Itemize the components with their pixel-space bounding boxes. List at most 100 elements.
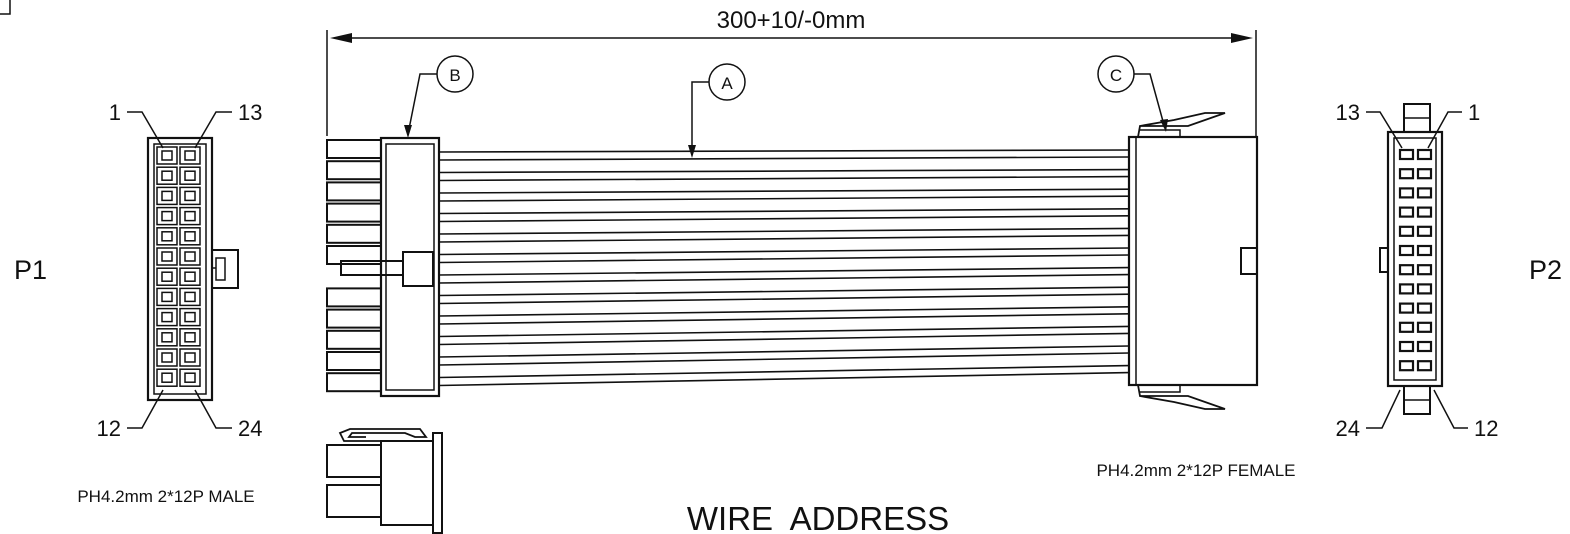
p1-pin-cavity xyxy=(179,227,201,246)
p2-pin-cavity xyxy=(1398,321,1415,333)
p1-pin-grid xyxy=(156,146,201,387)
terminal-tab xyxy=(326,351,382,371)
p1-name: P1 xyxy=(14,255,47,285)
p2-pin-cavity xyxy=(1416,302,1433,314)
callout-leaders xyxy=(404,55,1168,158)
terminal-tab xyxy=(326,202,382,223)
p2-pin-cavity xyxy=(1398,302,1415,314)
wire-line xyxy=(438,325,1130,338)
wire-line xyxy=(438,149,1130,153)
terminal-tab xyxy=(326,181,382,202)
p1-pin-cavity xyxy=(179,368,201,387)
wire-line xyxy=(438,215,1130,223)
wire-line xyxy=(438,168,1130,174)
p2-pin-cavity xyxy=(1398,340,1415,353)
p1-pin-cavity xyxy=(179,186,201,206)
dimension-label: 300+10/-0mm xyxy=(717,7,866,34)
terminal-tab xyxy=(326,372,382,393)
wire-line xyxy=(438,364,1130,379)
p2-pin-cavity xyxy=(1398,187,1415,199)
p2-pin-cavity xyxy=(1398,168,1415,180)
wire-line xyxy=(438,293,1130,305)
p1-pin-cavity xyxy=(156,206,178,226)
wire-line xyxy=(438,247,1130,256)
p1-pin-cavity xyxy=(179,166,201,185)
p1-pin-cavity xyxy=(156,247,178,266)
p1-pin-cavity xyxy=(156,328,178,347)
terminal-tab xyxy=(326,223,382,244)
p1-pin-cavity xyxy=(179,287,201,307)
p1-pin-top-right: 13 xyxy=(238,100,262,125)
p2-pin-cavity xyxy=(1398,264,1415,276)
housing-end-detail xyxy=(326,428,443,534)
p1-pin-cavity xyxy=(179,307,201,327)
p2-pin-cavity xyxy=(1416,187,1433,199)
wire-line xyxy=(438,234,1130,243)
p2-pin-bottom-left: 24 xyxy=(1336,416,1360,441)
p2-pin-top-left: 13 xyxy=(1336,100,1360,125)
terminal-tab xyxy=(326,160,382,181)
p1-pin-cavity xyxy=(179,328,201,347)
p2-pin-cavity xyxy=(1398,148,1415,161)
p1-pin-bottom-right: 24 xyxy=(238,416,262,441)
p2-pin-cavity xyxy=(1416,206,1433,218)
wire-line xyxy=(438,254,1130,264)
p1-pin-bottom-left: 12 xyxy=(97,416,121,441)
wire-line xyxy=(438,175,1130,182)
p2-connector-face xyxy=(1379,103,1444,415)
callout-a-label: A xyxy=(721,74,733,93)
p1-pin-cavity xyxy=(156,227,178,246)
p2-pin-cavity xyxy=(1416,244,1433,257)
p1-pin-cavity xyxy=(156,186,178,206)
p2-pin-cavity xyxy=(1416,360,1433,372)
wire-line xyxy=(438,306,1130,317)
terminal-tab xyxy=(326,245,382,265)
terminal-tab xyxy=(326,139,382,159)
wire-line xyxy=(438,188,1130,194)
wire-line xyxy=(438,345,1130,358)
p2-pin-cavity xyxy=(1416,148,1433,161)
p2-caption: PH4.2mm 2*12P FEMALE xyxy=(1096,461,1295,480)
p2-pin-cavity xyxy=(1398,244,1415,257)
wire-line xyxy=(438,352,1130,366)
p2-pin-cavity xyxy=(1416,340,1433,353)
p1-pin-cavity xyxy=(179,206,201,226)
p1-pin-cavity xyxy=(156,368,178,387)
wire-address-title: WIRE ADDRESS xyxy=(687,500,949,534)
p1-pin-cavity xyxy=(156,307,178,327)
p1-pin-cavity xyxy=(156,287,178,307)
left-housing-side-view xyxy=(326,136,441,398)
p2-pin-grid xyxy=(1398,148,1433,372)
terminal-tab xyxy=(326,287,382,308)
p2-pin-cavity xyxy=(1416,168,1433,180)
p2-name: P2 xyxy=(1529,255,1562,285)
p2-pin-cavity xyxy=(1416,225,1433,237)
wire-line xyxy=(438,273,1130,284)
p1-pin-cavity xyxy=(156,146,178,165)
wire-line xyxy=(438,332,1130,346)
p2-pin-cavity xyxy=(1398,360,1415,372)
p1-pin-top-left: 1 xyxy=(109,100,121,125)
wire-line xyxy=(438,227,1130,235)
terminal-tab xyxy=(326,308,382,329)
p1-pin-cavity xyxy=(156,267,178,286)
overall-length-dimension xyxy=(326,30,1257,136)
right-housing-side-view xyxy=(1127,112,1259,410)
wire-line xyxy=(438,371,1130,387)
terminal-tab xyxy=(326,329,382,350)
dimension-arrow-right xyxy=(1231,33,1253,43)
p1-pin-leaders xyxy=(127,111,232,429)
p2-pin-cavity xyxy=(1398,225,1415,237)
p2-pin-cavity xyxy=(1416,264,1433,276)
p2-pin-cavity xyxy=(1398,206,1415,218)
p1-pin-cavity xyxy=(156,166,178,185)
dimension-arrow-left xyxy=(330,33,352,43)
wire-line xyxy=(438,195,1130,202)
p1-connector-face xyxy=(146,136,239,402)
wire-line xyxy=(438,208,1130,215)
p2-pin-cavity xyxy=(1416,283,1433,295)
p2-pin-top-right: 1 xyxy=(1468,100,1480,125)
p1-pin-cavity xyxy=(179,146,201,165)
